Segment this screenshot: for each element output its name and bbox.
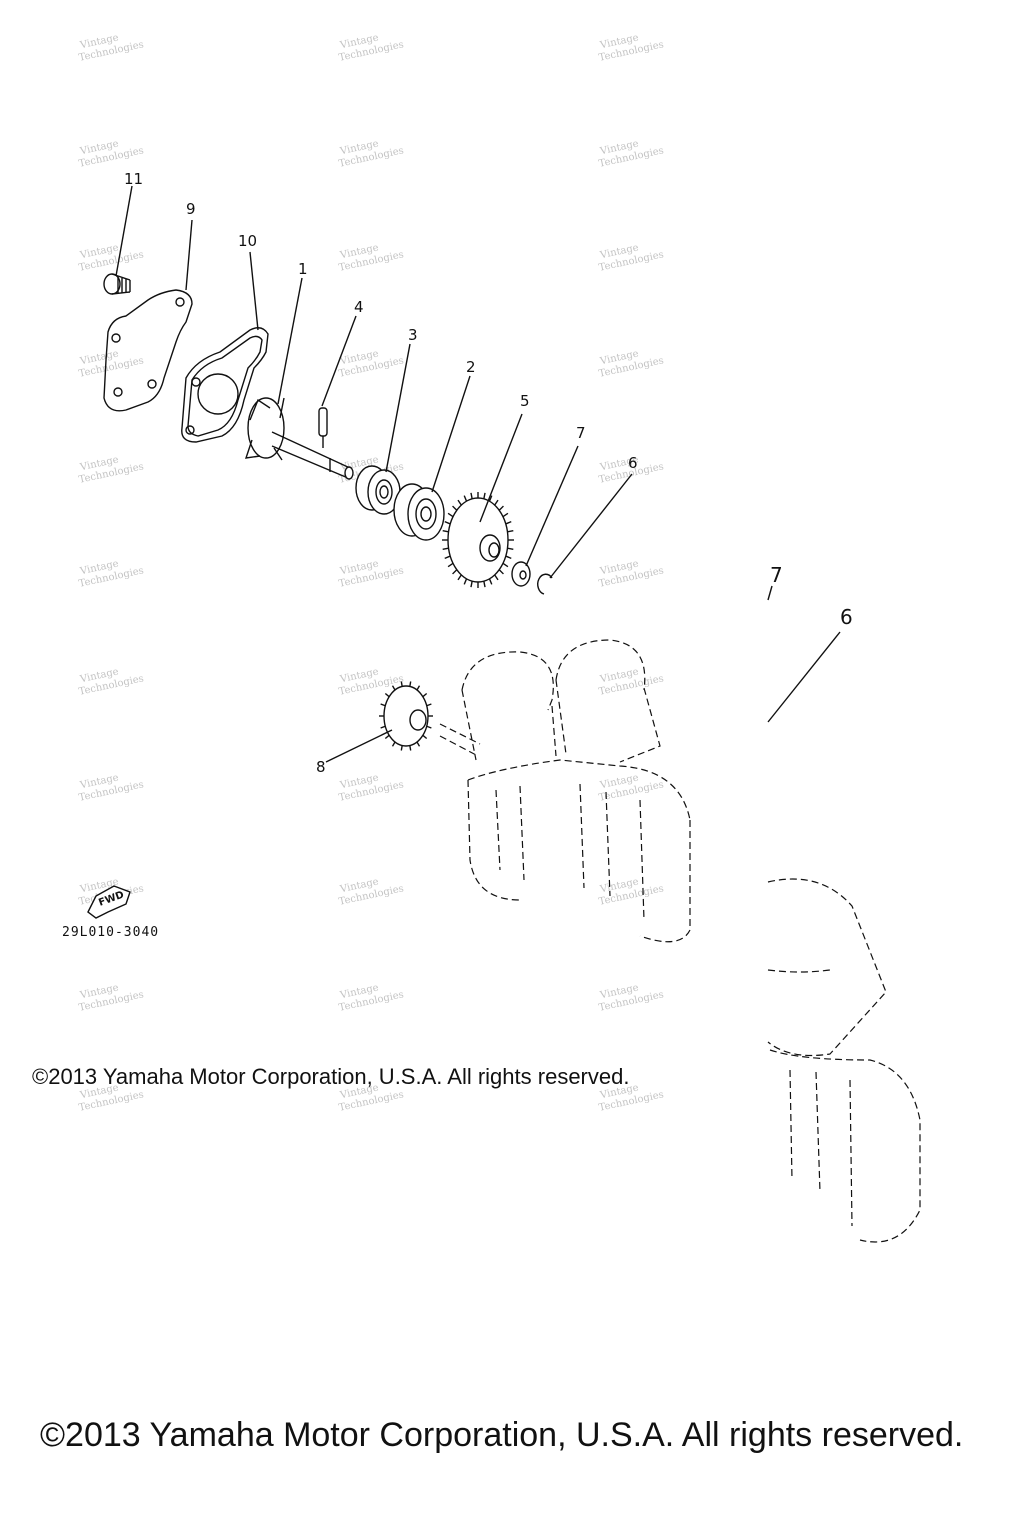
gear-tooth xyxy=(502,562,509,568)
gear-tooth xyxy=(483,581,486,588)
gear-tooth xyxy=(488,495,493,502)
gear-tooth xyxy=(422,734,428,740)
gear-tooth xyxy=(447,512,454,518)
gear-tooth xyxy=(470,492,473,499)
gear-tooth xyxy=(409,681,412,687)
detail-crop-right xyxy=(767,585,921,1243)
gear-tooth xyxy=(502,512,509,518)
gear-tooth xyxy=(505,520,512,525)
drive-gear-drawing xyxy=(379,681,433,751)
part-label-4: 4 xyxy=(354,298,364,316)
gear-tooth xyxy=(384,692,390,698)
gear-tooth xyxy=(384,734,390,740)
gear-tooth xyxy=(470,581,473,588)
detail-label-7: 7 xyxy=(770,563,783,587)
gear-tooth xyxy=(444,555,451,560)
impeller-shaft-drawing xyxy=(244,397,354,480)
gear-tooth xyxy=(457,499,462,506)
part-number-labels: 11 9 10 1 4 3 2 5 7 6 8 7 6 29L010-3040 xyxy=(62,170,853,940)
copyright-notice-large: ©2013 Yamaha Motor Corporation, U.S.A. A… xyxy=(40,1416,964,1454)
gear-tooth xyxy=(391,685,396,691)
gear-tooth xyxy=(507,529,514,533)
gear-tooth xyxy=(422,692,428,698)
gear-tooth xyxy=(483,492,486,499)
gear-tooth xyxy=(400,745,403,751)
pin-drawing xyxy=(318,407,328,448)
driven-gear-drawing xyxy=(442,492,514,588)
gear-tooth xyxy=(400,681,403,687)
engine-crankcase-dashed xyxy=(439,639,691,943)
part-label-11: 11 xyxy=(124,170,143,188)
copyright-notice-small: ©2013 Yamaha Motor Corporation, U.S.A. A… xyxy=(32,1064,630,1089)
part-label-6: 6 xyxy=(628,454,638,472)
leader-lines xyxy=(115,185,633,763)
gear-tooth xyxy=(409,745,412,751)
gear-tooth xyxy=(426,725,432,729)
gear-tooth xyxy=(416,685,421,691)
part-label-9: 9 xyxy=(186,200,196,218)
gear-tooth xyxy=(498,505,504,511)
part-label-7: 7 xyxy=(576,424,586,442)
part-label-5: 5 xyxy=(520,392,530,410)
gear-tooth xyxy=(494,574,499,581)
fwd-arrow-icon: FWD xyxy=(87,885,131,919)
gear-tooth xyxy=(442,547,449,551)
gear-tooth xyxy=(507,547,514,551)
bolt-drawing xyxy=(103,273,131,295)
part-label-1: 1 xyxy=(298,260,308,278)
gear-tooth xyxy=(426,703,432,707)
washer-drawing xyxy=(511,561,531,587)
part-label-2: 2 xyxy=(466,358,476,376)
circlip-drawing xyxy=(537,573,553,595)
gear-tooth xyxy=(391,741,396,747)
part-label-8: 8 xyxy=(316,758,326,776)
gear-tooth xyxy=(452,569,458,575)
gear-tooth xyxy=(505,555,512,560)
gear-tooth xyxy=(447,562,454,568)
gear-tooth xyxy=(452,505,458,511)
cover-drawing xyxy=(103,289,193,412)
gear-tooth xyxy=(380,703,386,707)
detail-label-6: 6 xyxy=(840,605,853,629)
gear-tooth xyxy=(498,569,504,575)
gear-tooth xyxy=(463,578,468,585)
gear-tooth xyxy=(416,741,421,747)
gear-tooth xyxy=(463,495,468,502)
gear-tooth xyxy=(380,725,386,729)
gear-tooth xyxy=(488,578,493,585)
part-label-10: 10 xyxy=(238,232,257,250)
diagram-code: 29L010-3040 xyxy=(62,925,159,940)
bearing-small-drawing xyxy=(355,465,401,515)
bearing-large-drawing xyxy=(393,483,445,541)
part-label-3: 3 xyxy=(408,326,418,344)
gear-tooth xyxy=(442,529,449,533)
gear-tooth xyxy=(457,574,462,581)
gasket-drawing xyxy=(181,327,269,443)
gear-tooth xyxy=(494,499,499,506)
gear-tooth xyxy=(444,520,451,525)
